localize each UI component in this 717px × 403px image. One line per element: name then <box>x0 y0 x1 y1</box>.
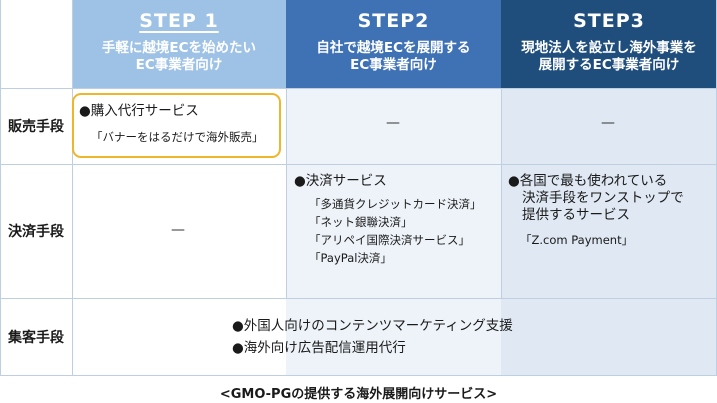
column-step3-body <box>501 88 717 376</box>
row-label-sales: 販売手段 <box>8 119 64 135</box>
payment-step3-title-3: 提供するサービス <box>522 207 630 223</box>
payment-step1-dash: — <box>171 222 185 238</box>
payment-step2-item-1: 「多通貨クレジットカード決済」 <box>309 197 482 211</box>
header-step1: STEP 1 手軽に越境ECを始めたい EC事業者向け <box>72 0 286 88</box>
sales-step2-dash: — <box>386 115 400 131</box>
sales-step3-dash: — <box>601 115 615 131</box>
header-step3: STEP3 現地法人を設立し海外事業を 展開するEC事業者向け <box>501 0 717 88</box>
payment-step2-item-2: 「ネット銀聯決済」 <box>309 215 413 229</box>
step2-label: STEP2 <box>357 10 430 32</box>
sales-step1-item: 「バナーをはるだけで海外販売」 <box>91 130 264 144</box>
column-step2-body <box>286 88 501 376</box>
header-corner <box>0 0 72 88</box>
figure-caption: <GMO-PGの提供する海外展開向けサービス> <box>219 387 498 402</box>
row-label-marketing: 集客手段 <box>8 330 64 346</box>
payment-step2-item-4: 「PayPal決済」 <box>309 251 392 265</box>
payment-step2-title: ●決済サービス <box>294 173 387 189</box>
header-step2: STEP2 自社で越境ECを展開する EC事業者向け <box>286 0 501 88</box>
row-label-payment: 決済手段 <box>8 224 64 240</box>
payment-step3-title-2: 決済手段をワンストップで <box>522 190 684 206</box>
highlight-box-purchase-agency <box>72 93 281 158</box>
payment-step2-item-3: 「アリペイ国際決済サービス」 <box>309 233 470 247</box>
payment-step3-title-1: ●各国で最も使われている <box>508 173 668 189</box>
step2-desc: 自社で越境ECを展開する EC事業者向け <box>316 40 471 73</box>
step3-desc: 現地法人を設立し海外事業を 展開するEC事業者向け <box>521 40 697 73</box>
step3-label: STEP3 <box>573 10 645 32</box>
payment-step3-item: 「Z.com Payment」 <box>520 233 634 247</box>
sales-step1-title: ●購入代行サービス <box>79 103 199 119</box>
step1-desc: 手軽に越境ECを始めたい EC事業者向け <box>101 40 257 73</box>
marketing-item-2: ●海外向け広告配信運用代行 <box>232 340 406 356</box>
step1-label: STEP 1 <box>139 10 219 32</box>
marketing-item-1: ●外国人向けのコンテンツマーケティング支援 <box>232 318 513 334</box>
